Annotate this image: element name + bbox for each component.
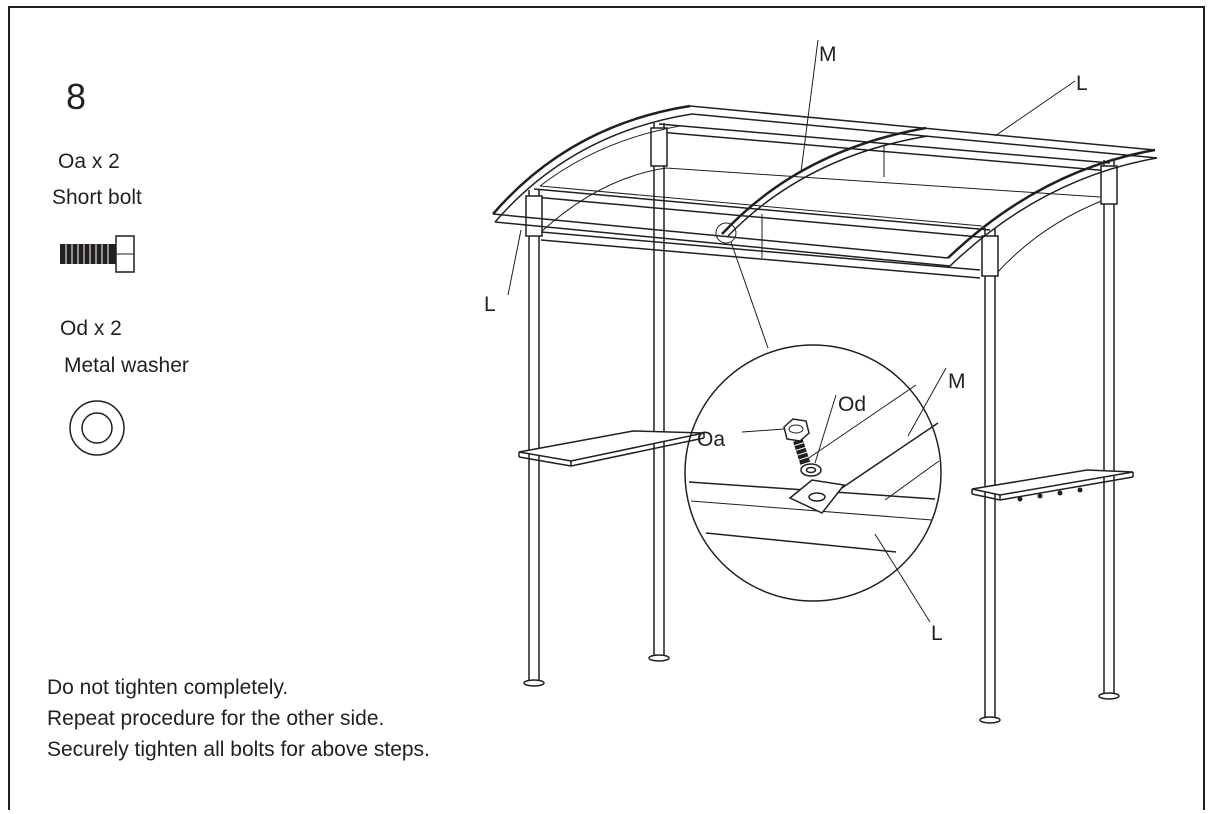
part-name-metal-washer: Metal washer	[64, 354, 189, 377]
label-canopy-rail-l-left: L	[484, 293, 496, 316]
washer-icon	[69, 400, 125, 456]
label-detail-beam-l: L	[931, 622, 943, 645]
label-detail-washer-od: Od	[838, 393, 866, 416]
label-detail-bolt-oa: Oa	[697, 428, 725, 451]
detail-leader	[730, 241, 769, 349]
label-detail-rail-m: M	[948, 370, 966, 393]
note-tighten-all-bolts: Securely tighten all bolts for above ste…	[47, 738, 430, 761]
label-canopy-rail-l-right: L	[1076, 72, 1088, 95]
note-repeat-procedure: Repeat procedure for the other side.	[47, 707, 385, 730]
note-do-not-tighten: Do not tighten completely.	[47, 676, 289, 699]
label-center-rail-m: M	[819, 43, 837, 66]
step-number: 8	[66, 76, 87, 117]
part-name-short-bolt: Short bolt	[52, 186, 142, 209]
instruction-frame	[8, 6, 1205, 810]
bolt-icon	[60, 235, 135, 273]
detail-marker	[715, 222, 737, 244]
gazebo-structure	[492, 104, 1158, 724]
part-quantity-od: Od x 2	[60, 317, 122, 340]
detail-magnified-view	[684, 344, 942, 602]
part-quantity-oa: Oa x 2	[58, 150, 120, 173]
